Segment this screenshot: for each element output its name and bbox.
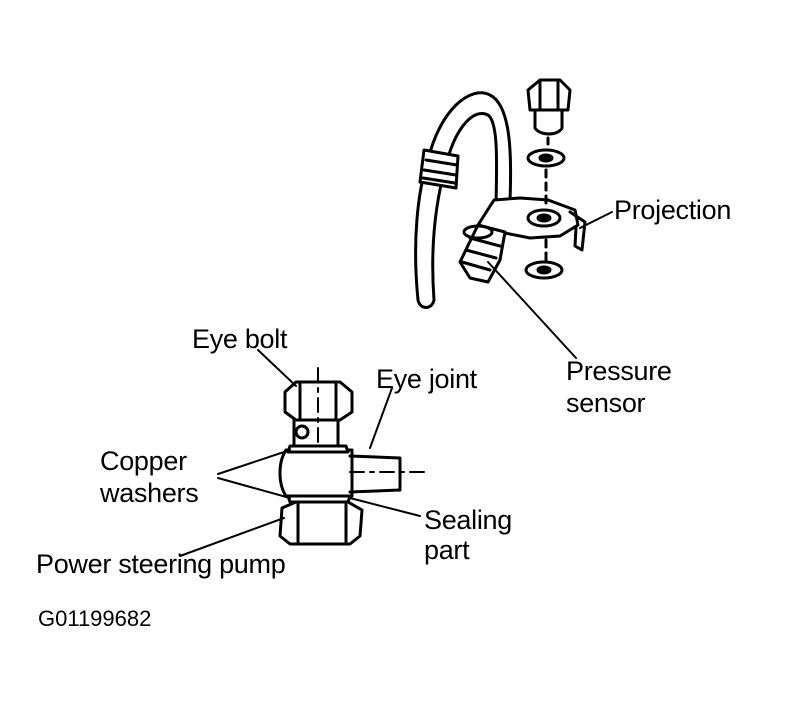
leader-power-steering-pump [179,517,285,557]
leader-projection [579,211,613,229]
label-copper-washers-line2: washers [100,478,199,508]
leader-pressure-sensor [487,261,577,359]
figure-id: G01199682 [38,606,152,631]
copper-washer-upper [286,444,350,454]
label-sealing-part-line2: part [424,535,470,565]
eye-joint [278,448,431,498]
label-eye-bolt: Eye bolt [192,324,288,354]
leader-copper-washer-lower [217,477,291,499]
label-power-steering-pump: Power steering pump [36,549,286,579]
leader-sealing-part [349,497,421,517]
upper-eye-bolt [526,78,572,148]
label-sealing-part-line1: Sealing [424,505,512,535]
label-eye-joint: Eye joint [376,364,477,394]
leader-eye-bolt [257,349,297,387]
leader-copper-washer-upper [217,449,291,475]
leader-eye-joint [369,387,393,449]
upper-washer-bottom [524,238,564,280]
high-pressure-hose [414,91,513,309]
label-projection: Projection [614,195,732,225]
label-pressure-sensor-line1: Pressure [566,356,672,386]
label-pressure-sensor-line2: sensor [566,388,646,418]
label-copper-washers-line1: Copper [100,446,187,476]
eye-bolt-shank [292,418,340,448]
power-steering-pump-port [278,500,364,546]
upper-washer-top [526,148,566,207]
